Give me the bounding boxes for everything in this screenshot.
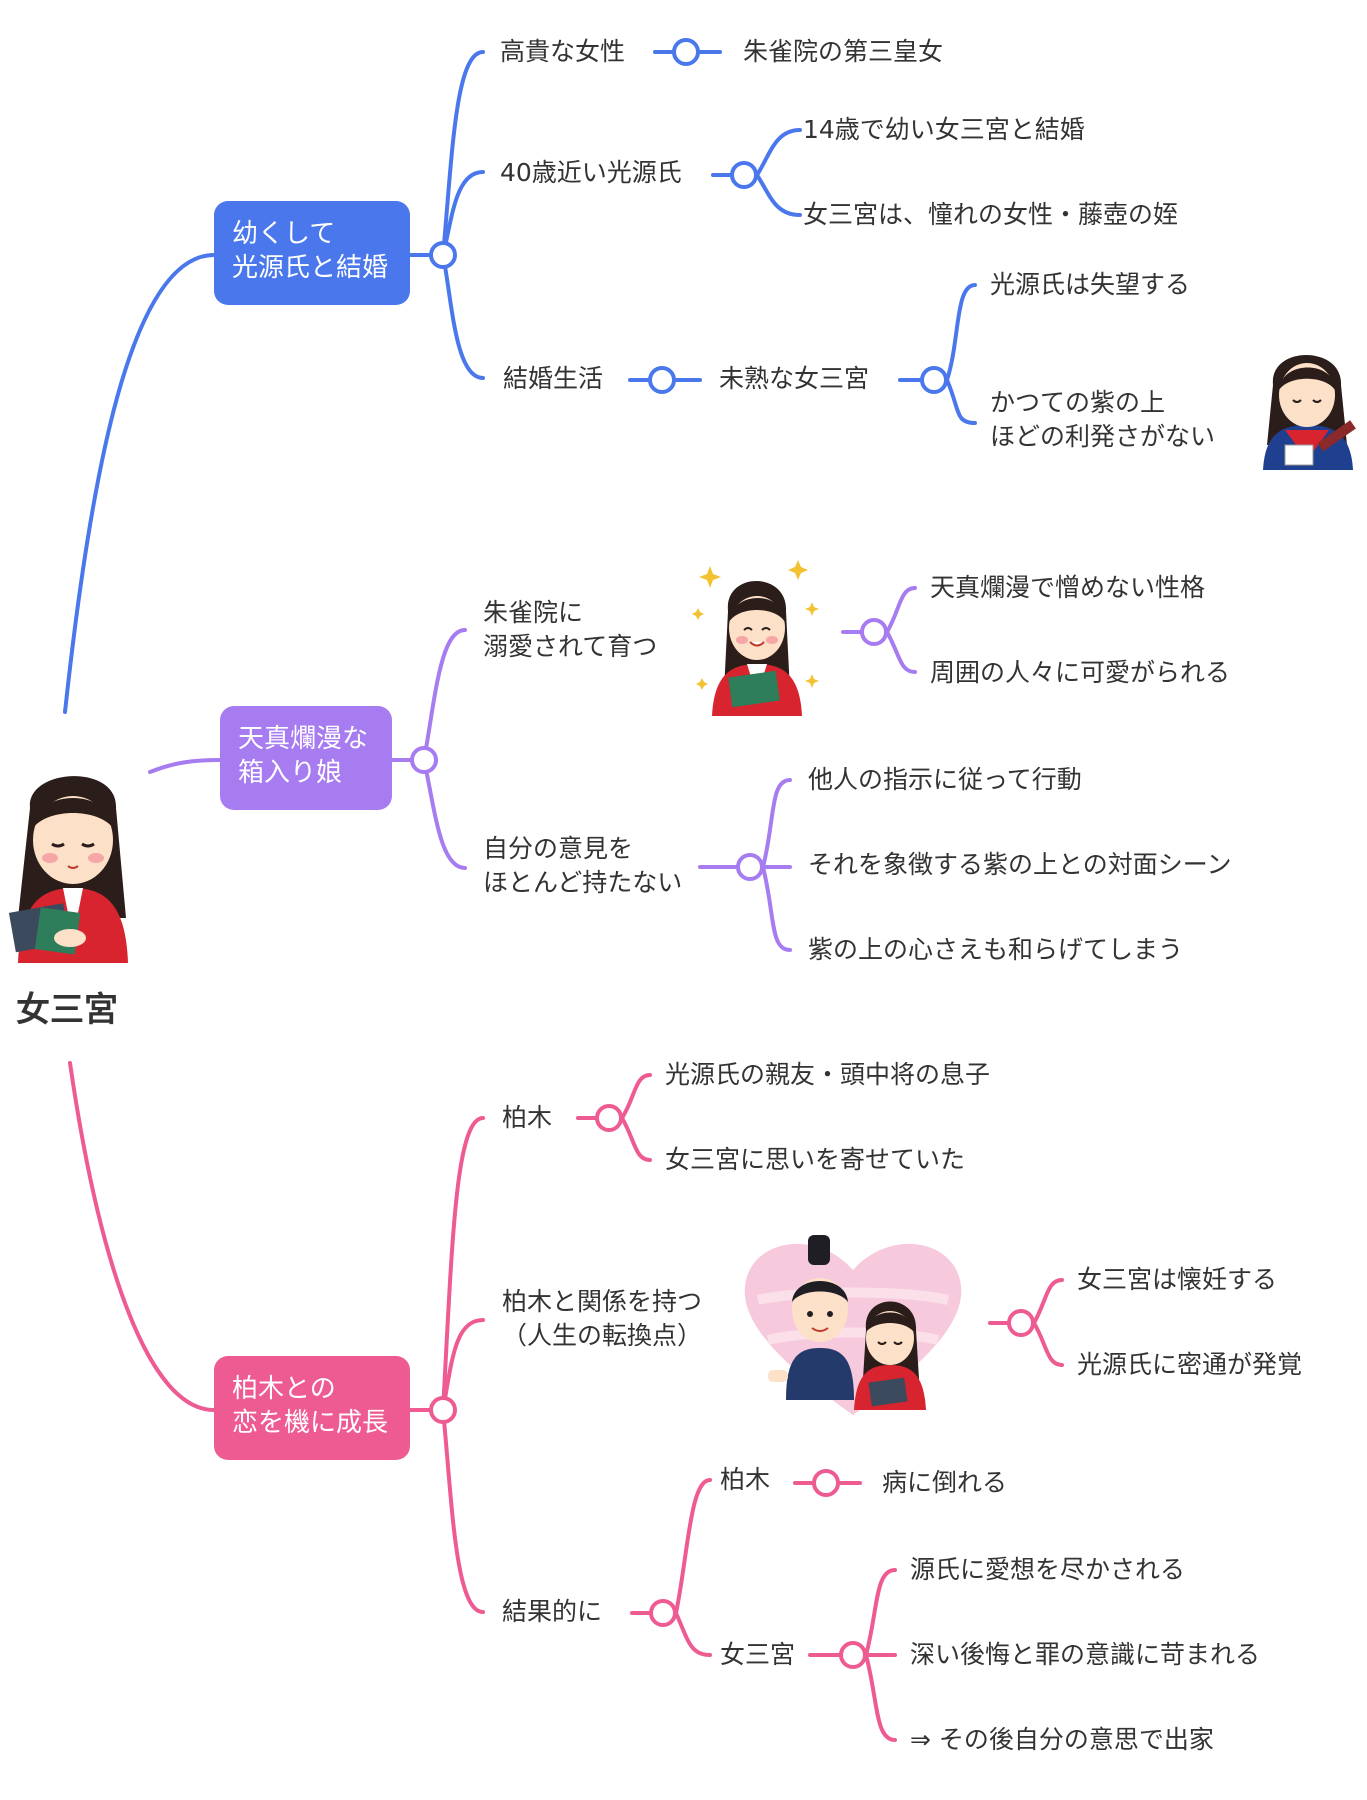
node-relationship[interactable]: 柏木と関係を持つ （人生の転換点） — [502, 1287, 703, 1350]
node-immature[interactable]: 未熟な女三宮 — [719, 364, 870, 393]
node-kashiwagi-2[interactable]: 柏木 — [720, 1465, 771, 1494]
node-beloved[interactable]: 周囲の人々に可愛がられる — [930, 658, 1231, 687]
node-married-14[interactable]: 14歳で幼い女三宮と結婚 — [803, 115, 1085, 144]
node-third-princess[interactable]: 朱雀院の第三皇女 — [743, 37, 944, 66]
node-disappointed[interactable]: 光源氏は失望する — [990, 270, 1191, 299]
node-had-feelings[interactable]: 女三宮に思いを寄せていた — [665, 1145, 966, 1174]
junction-branch-2 — [410, 746, 438, 774]
node-follows-orders[interactable]: 他人の指示に従って行動 — [808, 765, 1082, 794]
node-innocent-nature[interactable]: 天真爛漫で憎めない性格 — [930, 573, 1206, 602]
smiling-princess-illustration — [692, 560, 819, 716]
branch-2-box[interactable]: 天真爛漫な 箱入り娘 — [220, 706, 392, 810]
node-kashiwagi[interactable]: 柏木 — [502, 1103, 553, 1132]
connector-root-branch-1 — [63, 253, 216, 714]
connector-root-branch-3 — [68, 1061, 216, 1412]
node-not-clever[interactable]: かつての紫の上 ほどの利発さがない — [990, 388, 1216, 451]
node-falls-ill[interactable]: 病に倒れる — [882, 1468, 1008, 1497]
node-doted-upon[interactable]: 朱雀院に 溺愛されて育つ — [483, 598, 658, 661]
branch-3-box[interactable]: 柏木との 恋を機に成長 — [214, 1356, 410, 1460]
node-genji-40[interactable]: 40歳近い光源氏 — [500, 158, 682, 187]
node-regret-guilt[interactable]: 深い後悔と罪の意識に苛まれる — [910, 1640, 1261, 1669]
node-becomes-nun[interactable]: ⇒ その後自分の意思で出家 — [910, 1725, 1214, 1754]
princess-books-illustration — [1263, 355, 1356, 470]
connector-root-branch-2 — [148, 758, 222, 774]
node-married-life[interactable]: 結婚生活 — [503, 364, 604, 393]
heart-couple-illustration — [744, 1235, 962, 1415]
branch-1-box[interactable]: 幼くして 光源氏と結婚 — [214, 201, 410, 305]
root-label: 女三宮 — [16, 990, 118, 1030]
node-no-opinion[interactable]: 自分の意見を ほとんど持たない — [483, 834, 683, 897]
node-tono-chujo-son[interactable]: 光源氏の親友・頭中将の息子 — [665, 1060, 991, 1089]
node-genji-fed-up[interactable]: 源氏に愛想を尽かされる — [910, 1555, 1186, 1584]
junction-branch-3 — [429, 1396, 457, 1424]
princess-reading-illustration — [8, 776, 128, 963]
node-onna-san-no-miya[interactable]: 女三宮 — [720, 1640, 796, 1669]
junction-branch-1 — [429, 241, 457, 269]
node-pregnant[interactable]: 女三宮は懐妊する — [1077, 1265, 1278, 1294]
node-softens-murasaki[interactable]: 紫の上の心さえも和らげてしまう — [808, 935, 1184, 964]
node-affair-discovered[interactable]: 光源氏に密通が発覚 — [1077, 1350, 1303, 1379]
node-murasaki-meeting[interactable]: それを象徴する紫の上との対面シーン — [808, 850, 1232, 879]
node-fujitsubo-niece[interactable]: 女三宮は、憧れの女性・藤壺の姪 — [803, 200, 1179, 229]
node-noble-woman[interactable]: 高貴な女性 — [500, 37, 626, 66]
node-as-a-result[interactable]: 結果的に — [502, 1597, 603, 1626]
